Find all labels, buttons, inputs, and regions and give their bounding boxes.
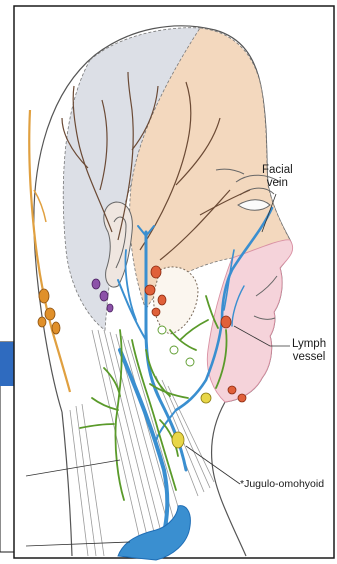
jugulo-omohyoid-label: *Jugulo-omohyoid [240,478,324,491]
facial-vein-label: Facial vein [262,164,293,190]
facial-vein-label-line1: Facial [262,164,293,177]
lymph-vessel-label-line2: vessel [292,351,326,364]
left-panel-fragment [0,342,14,552]
jugulo-omohyoid-label-text: *Jugulo-omohyoid [240,478,324,490]
lymph-vessel-label: Lymph vessel [292,338,326,364]
facial-vein-label-line2: vein [262,177,293,190]
lymph-vessel-label-line1: Lymph [292,338,326,351]
